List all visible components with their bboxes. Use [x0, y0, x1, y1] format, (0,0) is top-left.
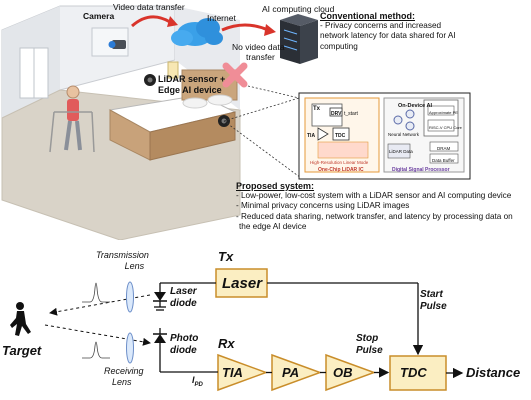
ipd-label: IPD	[192, 375, 203, 388]
chip-ondevice-ai-label: On-Device AI	[398, 103, 433, 109]
video-transfer-arrow	[131, 15, 171, 28]
conventional-line: - Privacy concerns and increased	[320, 21, 442, 30]
rx-pulse-icon	[82, 341, 110, 359]
chip-lidar-data-label: LiDAR Data	[389, 149, 413, 154]
proposed-line: - Minimal privacy concerns using LiDAR i…	[236, 201, 410, 211]
blocked-x-icon	[222, 62, 248, 88]
transmission-lens-icon	[126, 281, 134, 313]
tia-label: TIA	[222, 365, 243, 380]
chip-dsp-label: Digital Signal Processor	[392, 167, 450, 173]
photo-diode-icon	[154, 334, 166, 343]
ai-cloud-label: AI computing cloud	[262, 4, 335, 14]
chip-riscv-label: RISC-V CPU Core	[429, 125, 462, 130]
chip-hr-label: High-Resolution Linear Mode	[310, 160, 369, 165]
camera-label: Camera	[83, 11, 115, 21]
internet-cloud-icon	[171, 18, 223, 46]
data-buffer-block	[429, 153, 459, 164]
laser-diode-icon	[154, 292, 166, 301]
chip-buffer-label: Data Buffer	[432, 158, 455, 163]
chip-tdc-label: TDC	[335, 133, 346, 139]
tdc-label: TDC	[400, 365, 427, 380]
bed-front	[149, 111, 236, 161]
conventional-method: Conventional method: - Privacy concerns …	[320, 11, 530, 52]
approx-pe-block	[427, 105, 455, 116]
chip-approx-label: Approximate PE	[429, 110, 458, 115]
lidar-block-diagram	[10, 268, 464, 392]
chip-tx-label: Tx	[313, 106, 321, 112]
chip-drv-label: DRV	[331, 111, 342, 117]
chip-onchip-label: One-Chip LiDAR IC	[318, 167, 364, 173]
cloud-arrow	[221, 23, 269, 32]
conventional-line: computing	[320, 41, 358, 51]
tx-label: Tx	[218, 249, 234, 264]
lidar-data-block	[387, 143, 411, 159]
chip-linear-mode	[317, 141, 369, 159]
pa-label: PA	[282, 365, 300, 380]
top-illustration	[1, 5, 471, 240]
conventional-title: Conventional method:	[320, 11, 415, 21]
return-path	[44, 324, 151, 346]
server-icon	[280, 14, 318, 64]
conventional-line: network latency for data shared for AI	[320, 31, 456, 41]
target-label: Target	[2, 343, 42, 358]
proposed-line: - Reduced data sharing, network transfer…	[236, 211, 513, 221]
proposed-line: - Low-power, low-cost system with a LiDA…	[236, 191, 512, 200]
lamp	[167, 61, 179, 79]
walker	[49, 111, 55, 153]
dram-block	[429, 141, 459, 152]
chip-tdc-block	[332, 127, 350, 141]
distance-label: Distance	[466, 365, 521, 380]
walking-person-icon	[10, 302, 31, 336]
internet-label: Internet	[207, 13, 236, 23]
camera-device	[112, 40, 126, 49]
proposed-title: Proposed system:	[236, 181, 315, 191]
person-head	[66, 85, 80, 99]
riscv-block	[427, 119, 455, 132]
receiving-lens-icon	[126, 332, 134, 364]
chip-tstart-label: t_start	[344, 111, 358, 117]
laser-label: Laser	[222, 275, 263, 292]
chip-drv-block	[329, 107, 343, 117]
emission-path	[49, 294, 151, 316]
tx-pulse-icon	[82, 282, 110, 303]
video-transfer-label: Video data transfer	[113, 2, 185, 12]
ob-label: OB	[333, 365, 353, 380]
chip-neural-label: Neural Network	[388, 132, 420, 137]
proposed-line: the edge AI device	[239, 222, 307, 232]
lidar-edge-label: LiDAR sensor + Edge AI device	[158, 74, 226, 95]
person-torso	[67, 99, 79, 121]
no-video-label: No video data transfer	[232, 42, 285, 62]
rx-label: Rx	[218, 336, 235, 351]
chip-tia-label: TIA	[307, 133, 316, 139]
pillow	[182, 97, 208, 109]
callout-line-1	[223, 97, 300, 122]
proposed-system: Proposed system: - Low-power, low-cost s…	[236, 181, 531, 233]
chip-dram-label: DRAM	[437, 146, 451, 151]
